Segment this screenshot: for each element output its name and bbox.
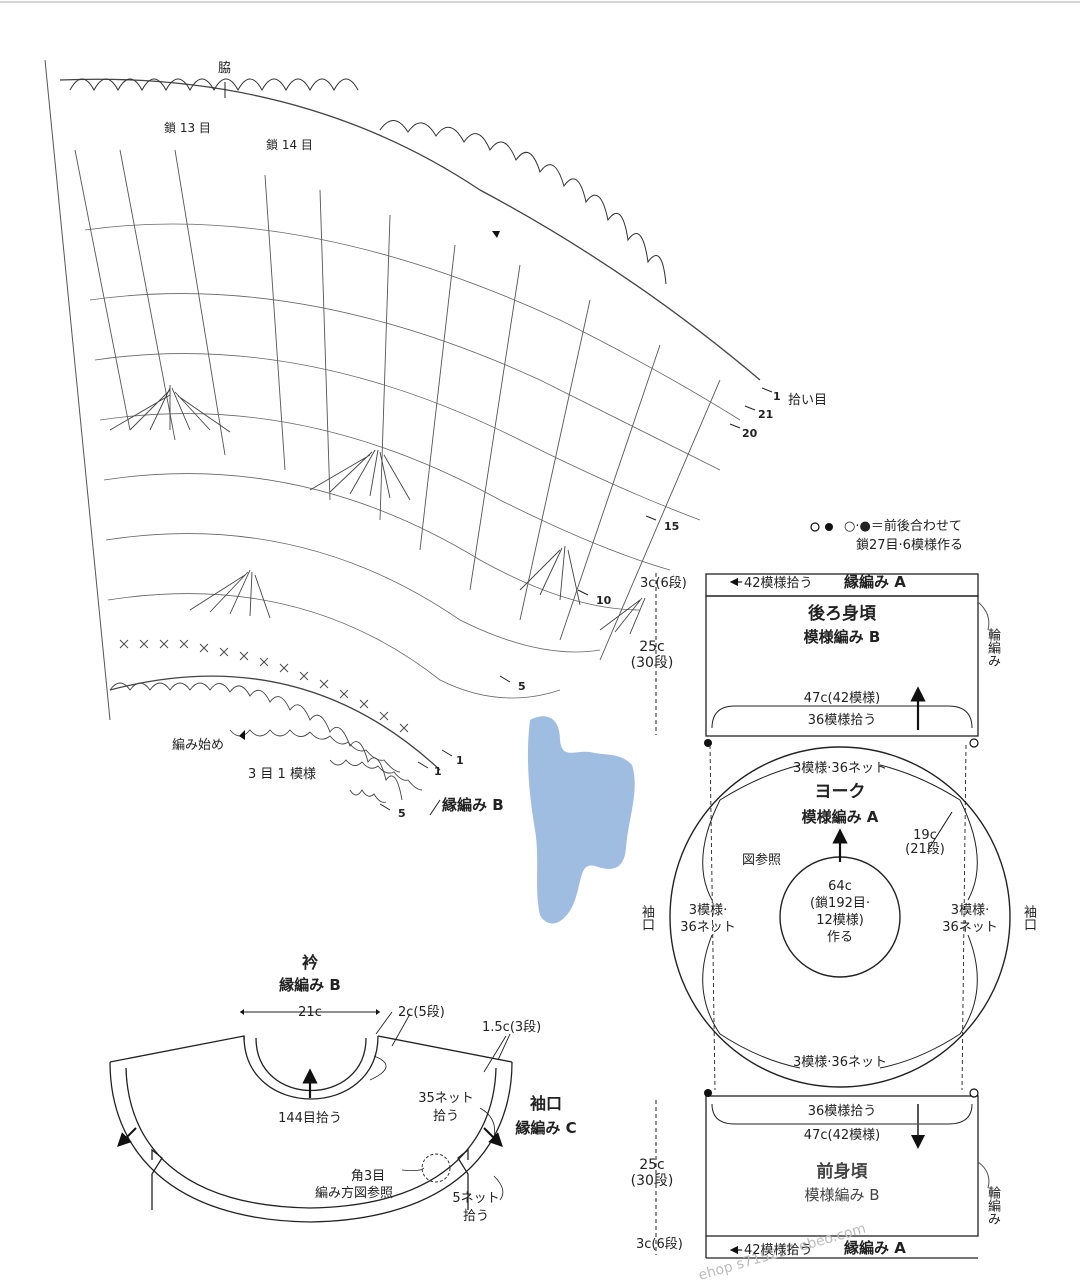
row-number: 21 <box>758 408 774 421</box>
corner-label: 角3目 <box>350 1169 386 1184</box>
yoke-ref: 図参照 <box>742 853 782 868</box>
chain-14-label: 鎖 14 目 <box>266 138 313 152</box>
yoke-depth-c: 19c <box>913 828 937 843</box>
net-5-pick: 拾う <box>462 1209 490 1224</box>
row-number: 5 <box>518 680 526 693</box>
center-ring-size: 64c <box>828 879 852 894</box>
sleeve-right-label: 袖口 <box>1021 905 1036 931</box>
front-body-title: 前身頃 <box>816 1162 868 1182</box>
front-bottom-pick: 42模様拾う <box>744 1243 813 1258</box>
back-body-shape <box>655 573 979 737</box>
yoke-shape <box>669 744 1011 1091</box>
sleeve-left-label: 袖口 <box>639 905 654 931</box>
row-number: 1 <box>773 390 781 403</box>
center-ring-chain: (鎖192目· <box>809 896 871 911</box>
repeat-label: 3 目 1 模様 <box>248 767 316 782</box>
front-width: 47c(42模様) <box>803 1128 881 1143</box>
yoke-right-net: 3模様· <box>950 903 990 918</box>
collar-width: 21c <box>298 1005 322 1020</box>
front-pick: 36模様拾う <box>807 1104 877 1119</box>
join-note: ○·●＝前後合わせて <box>844 519 962 534</box>
back-top-dim: 3c(6段) <box>640 576 687 591</box>
row-number: 5 <box>398 807 406 820</box>
net-5-label: 5ネット <box>452 1191 500 1206</box>
cuff-edge: 縁編み C <box>515 1119 577 1137</box>
pickup-label: 拾い目 <box>788 393 828 408</box>
center-ring-pattern: 12模様) <box>816 913 864 928</box>
back-top-edge: 縁編み A <box>844 573 906 591</box>
row-number: 1 <box>434 765 442 778</box>
collar-depth-2: 1.5c(3段) <box>482 1020 542 1035</box>
front-bottom-dim: 3c(6段) <box>636 1237 683 1252</box>
edging-b-label: 縁編み B <box>442 796 504 814</box>
back-pick: 36模様拾う <box>807 713 877 728</box>
back-top-pick: 42模様拾う <box>744 576 813 591</box>
back-height-rows: (30段) <box>630 655 674 671</box>
yoke-bottom-net: 3模様·36ネット <box>793 1055 887 1070</box>
yoke-right-net-2: 36ネット <box>942 920 998 935</box>
row-number: 10 <box>596 594 612 607</box>
back-open-marker <box>969 738 979 748</box>
yoke-top-net: 3模様·36ネット <box>793 761 887 776</box>
back-body-pattern: 模様編み B <box>803 628 881 646</box>
cuff-title: 袖口 <box>529 1094 563 1113</box>
row-number: 20 <box>742 427 758 440</box>
chain-13-label: 鎖 13 目 <box>164 121 211 135</box>
crochet-chart <box>44 59 773 816</box>
front-height-rows: (30段) <box>630 1173 674 1189</box>
collar-title: 衿 <box>301 953 319 972</box>
collar-edge: 縁編み B <box>279 976 341 994</box>
back-height-c: 25c <box>639 639 665 655</box>
join-note-2: 鎖27目·6模様作る <box>856 538 963 553</box>
side-label: 脇 <box>218 61 232 76</box>
front-dot-marker <box>704 739 712 747</box>
yoke-left-net: 3模様· <box>688 903 728 918</box>
back-width: 47c(42模様) <box>803 691 881 706</box>
front-body-shape <box>655 1095 979 1259</box>
net-35-label: 35ネット <box>418 1091 474 1106</box>
row-number: 15 <box>664 520 680 533</box>
front-round-label: 輪編み <box>985 1186 1000 1225</box>
net-35-pick: 拾う <box>432 1109 460 1124</box>
front-body-pattern: 模様編み B <box>804 1186 880 1204</box>
yoke-title: ヨーク <box>814 782 866 802</box>
collar-pick: 144目拾う <box>278 1111 342 1126</box>
center-ring-make: 作る <box>826 930 854 945</box>
row-number: 1 <box>456 754 464 767</box>
front-height-c: 25c <box>639 1157 665 1173</box>
blue-paint-blob <box>527 716 635 924</box>
back-round-label: 輪編み <box>985 628 1000 667</box>
collar-depth-1: 2c(5段) <box>398 1005 445 1020</box>
yoke-left-net-2: 36ネット <box>680 920 736 935</box>
corner-ref: 編み方図参照 <box>314 1186 394 1201</box>
front-bottom-edge: 縁編み A <box>844 1239 906 1257</box>
yoke-pattern: 模様編み A <box>801 808 879 826</box>
back-body-title: 後ろ身頃 <box>808 604 876 624</box>
yoke-depth-rows: (21段) <box>905 842 945 857</box>
start-label: 編み始め <box>172 738 225 753</box>
